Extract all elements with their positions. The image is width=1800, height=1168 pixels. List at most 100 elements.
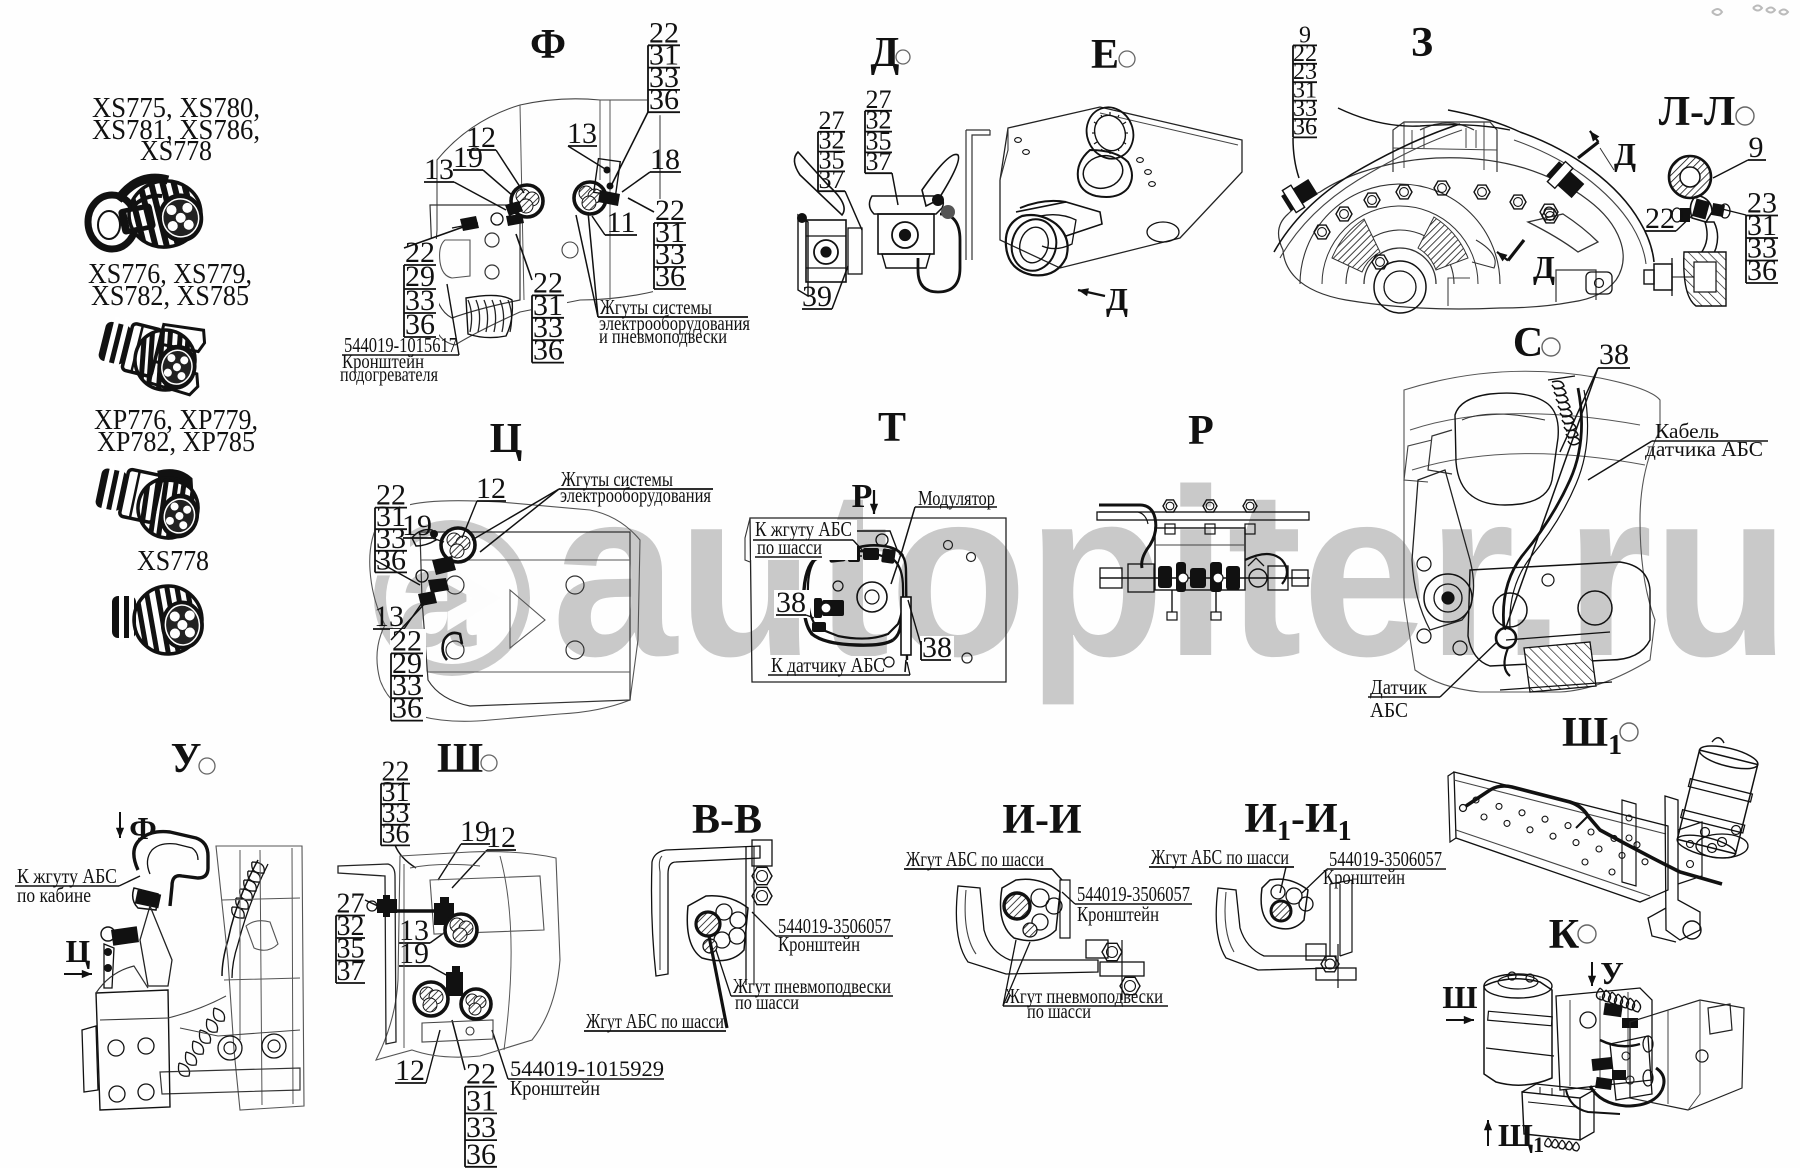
svg-text:23: 23 — [1747, 187, 1777, 220]
svg-text:35: 35 — [337, 934, 365, 965]
svg-text:22: 22 — [1645, 202, 1675, 235]
svg-text:электрооборудования: электрооборудования — [599, 311, 750, 335]
svg-text:XP782, XP785: XP782, XP785 — [97, 426, 255, 458]
svg-text:19: 19 — [453, 141, 483, 174]
svg-text:31: 31 — [649, 39, 679, 72]
svg-text:Жгуты системы: Жгуты системы — [600, 295, 712, 319]
svg-text:33: 33 — [1747, 232, 1777, 265]
svg-text:36: 36 — [655, 260, 685, 293]
svg-text:36: 36 — [1293, 114, 1317, 140]
svg-text:37: 37 — [337, 956, 365, 987]
svg-text:Д: Д — [871, 30, 900, 76]
svg-text:АБС: АБС — [1370, 698, 1408, 722]
svg-text:датчика АБС: датчика АБС — [1645, 437, 1763, 461]
svg-text:Жгут АБС по шасси: Жгут АБС по шасси — [586, 1009, 724, 1033]
svg-text:32: 32 — [819, 126, 845, 155]
svg-text:Ф: Ф — [129, 810, 156, 846]
svg-text:31: 31 — [466, 1084, 496, 1117]
svg-text:Жгут АБС по шасси: Жгут АБС по шасси — [1151, 845, 1289, 869]
svg-text:Кронштейн: Кронштейн — [778, 932, 860, 956]
svg-text:32: 32 — [337, 911, 365, 942]
svg-text:22: 22 — [655, 194, 685, 227]
svg-text:31: 31 — [655, 216, 685, 249]
svg-text:544019-3506057: 544019-3506057 — [778, 914, 891, 938]
svg-text:Датчик: Датчик — [1370, 675, 1428, 699]
svg-text:33: 33 — [1293, 96, 1317, 122]
svg-text:22: 22 — [649, 16, 679, 49]
svg-text:12: 12 — [395, 1054, 425, 1087]
svg-text:33: 33 — [655, 238, 685, 271]
svg-text:Кабель: Кабель — [1655, 419, 1719, 443]
svg-text:и пневмоподвески: и пневмоподвески — [599, 324, 727, 348]
svg-text:32: 32 — [866, 106, 892, 135]
svg-text:38: 38 — [776, 586, 806, 619]
svg-text:XS782, XS785: XS782, XS785 — [91, 280, 249, 312]
svg-text:XS778: XS778 — [140, 135, 212, 167]
svg-text:29: 29 — [392, 647, 422, 680]
svg-text:Кронштейн: Кронштейн — [510, 1076, 600, 1100]
svg-text:36: 36 — [376, 543, 406, 576]
svg-text:XS781, XS786,: XS781, XS786, — [92, 114, 260, 146]
svg-text:Ф: Ф — [530, 22, 566, 68]
svg-text:33: 33 — [533, 311, 563, 344]
svg-text:35: 35 — [866, 126, 892, 155]
svg-text:39: 39 — [802, 280, 832, 313]
svg-text:Кронштейн: Кронштейн — [342, 351, 424, 373]
svg-text:36: 36 — [649, 83, 679, 116]
svg-text:31: 31 — [533, 289, 563, 322]
svg-text:Р: Р — [1188, 408, 1214, 454]
svg-text:22: 22 — [533, 266, 563, 299]
svg-text:Кронштейн: Кронштейн — [1323, 865, 1405, 889]
svg-text:19: 19 — [460, 815, 490, 848]
svg-text:22: 22 — [376, 479, 406, 512]
svg-text:9: 9 — [1299, 22, 1311, 48]
svg-text:12: 12 — [486, 821, 516, 854]
svg-text:36: 36 — [405, 308, 435, 341]
svg-text:Т: Т — [878, 405, 906, 451]
svg-text:31: 31 — [376, 500, 406, 533]
svg-text:31: 31 — [1293, 78, 1317, 104]
svg-text:Ш: Ш — [1442, 979, 1477, 1015]
svg-text:К датчику АБС: К датчику АБС — [771, 653, 885, 677]
svg-text:13: 13 — [424, 153, 454, 186]
svg-text:36: 36 — [392, 692, 422, 725]
svg-text:Ш: Ш — [437, 736, 483, 782]
svg-text:27: 27 — [337, 889, 365, 920]
svg-text:К жгуту АБС: К жгуту АБС — [755, 517, 852, 541]
svg-text:электрооборудования: электрооборудования — [560, 483, 711, 507]
svg-text:31: 31 — [382, 777, 410, 808]
svg-text:36: 36 — [466, 1138, 496, 1168]
svg-text:36: 36 — [1747, 254, 1777, 287]
svg-text:33: 33 — [376, 522, 406, 555]
svg-text:544019-3506057: 544019-3506057 — [1329, 847, 1442, 871]
svg-text:С: С — [1513, 320, 1543, 366]
svg-text:Жгуты системы: Жгуты системы — [561, 467, 673, 491]
svg-text:19: 19 — [402, 509, 432, 542]
svg-text:Д: Д — [1614, 136, 1636, 172]
svg-text:Жгут пневмоподвески: Жгут пневмоподвески — [1005, 984, 1163, 1008]
svg-text:33: 33 — [466, 1111, 496, 1144]
svg-text:27: 27 — [866, 85, 892, 114]
svg-text:22: 22 — [1293, 41, 1317, 67]
svg-text:подогревателя: подогревателя — [340, 364, 438, 386]
svg-text:37: 37 — [866, 147, 892, 176]
svg-text:38: 38 — [922, 631, 952, 664]
svg-text:Р: Р — [852, 478, 873, 515]
svg-text:по кабине: по кабине — [17, 883, 91, 907]
svg-text:Д: Д — [1106, 281, 1128, 317]
svg-text:36: 36 — [382, 818, 410, 849]
svg-text:38: 38 — [1599, 338, 1629, 371]
svg-text:23: 23 — [1293, 59, 1317, 85]
svg-text:33: 33 — [405, 284, 435, 317]
svg-text:22: 22 — [466, 1058, 496, 1091]
svg-text:по шасси: по шасси — [735, 990, 799, 1014]
svg-text:12: 12 — [466, 121, 496, 154]
svg-text:Л-Л: Л-Л — [1659, 89, 1736, 135]
svg-text:по шасси: по шасси — [757, 535, 822, 559]
svg-text:544019-3506057: 544019-3506057 — [1077, 882, 1190, 906]
svg-text:Д: Д — [1533, 249, 1555, 285]
svg-text:В-В: В-В — [692, 797, 762, 843]
svg-text:Ц: Ц — [490, 416, 523, 462]
svg-text:13: 13 — [567, 117, 597, 150]
svg-text:31: 31 — [1747, 209, 1777, 242]
